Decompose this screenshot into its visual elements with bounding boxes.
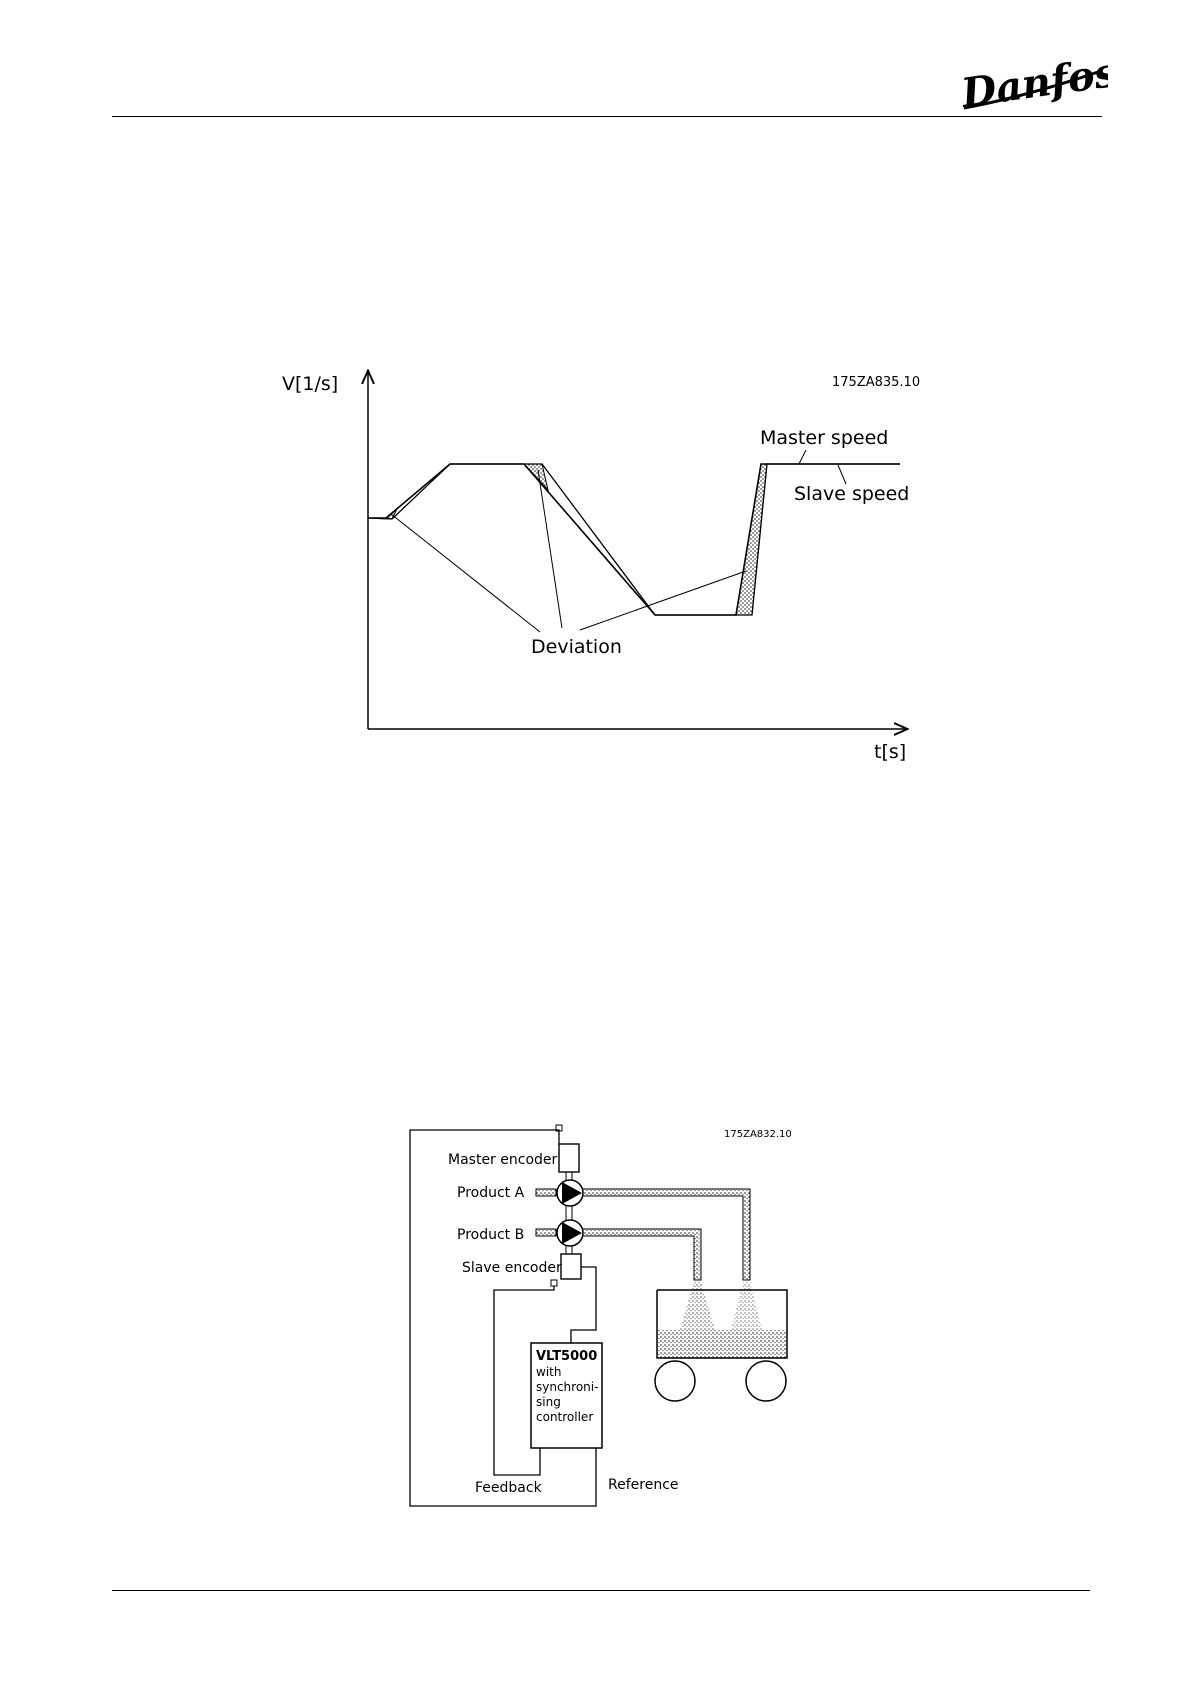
slave-encoder-label: Slave encoder (462, 1260, 562, 1276)
controller-line-2: synchroni- (536, 1380, 598, 1394)
slave-encoder-box (561, 1254, 581, 1279)
spray-a (731, 1282, 762, 1330)
cart-wheel-left (655, 1361, 695, 1401)
controller-line-1: with (536, 1365, 561, 1379)
spray-b (680, 1282, 715, 1330)
product-b-pipe (582, 1229, 701, 1280)
cart-wheel-right (746, 1361, 786, 1401)
cart-contents (657, 1330, 787, 1358)
slave-connector (551, 1280, 557, 1286)
controller-line-4: controller (536, 1410, 593, 1424)
product-b-label: Product B (457, 1227, 524, 1243)
product-b-inlet (536, 1229, 556, 1236)
figure2-code: 175ZA832.10 (724, 1129, 792, 1140)
master-encoder-box (559, 1144, 579, 1172)
feedback-label: Feedback (475, 1480, 543, 1496)
controller-line-3: sing (536, 1395, 561, 1409)
master-encoder-label: Master encoder (448, 1152, 558, 1168)
controller-title: VLT5000 (536, 1349, 597, 1364)
reference-label: Reference (608, 1477, 679, 1493)
product-a-inlet (536, 1189, 556, 1196)
product-a-label: Product A (457, 1185, 525, 1201)
